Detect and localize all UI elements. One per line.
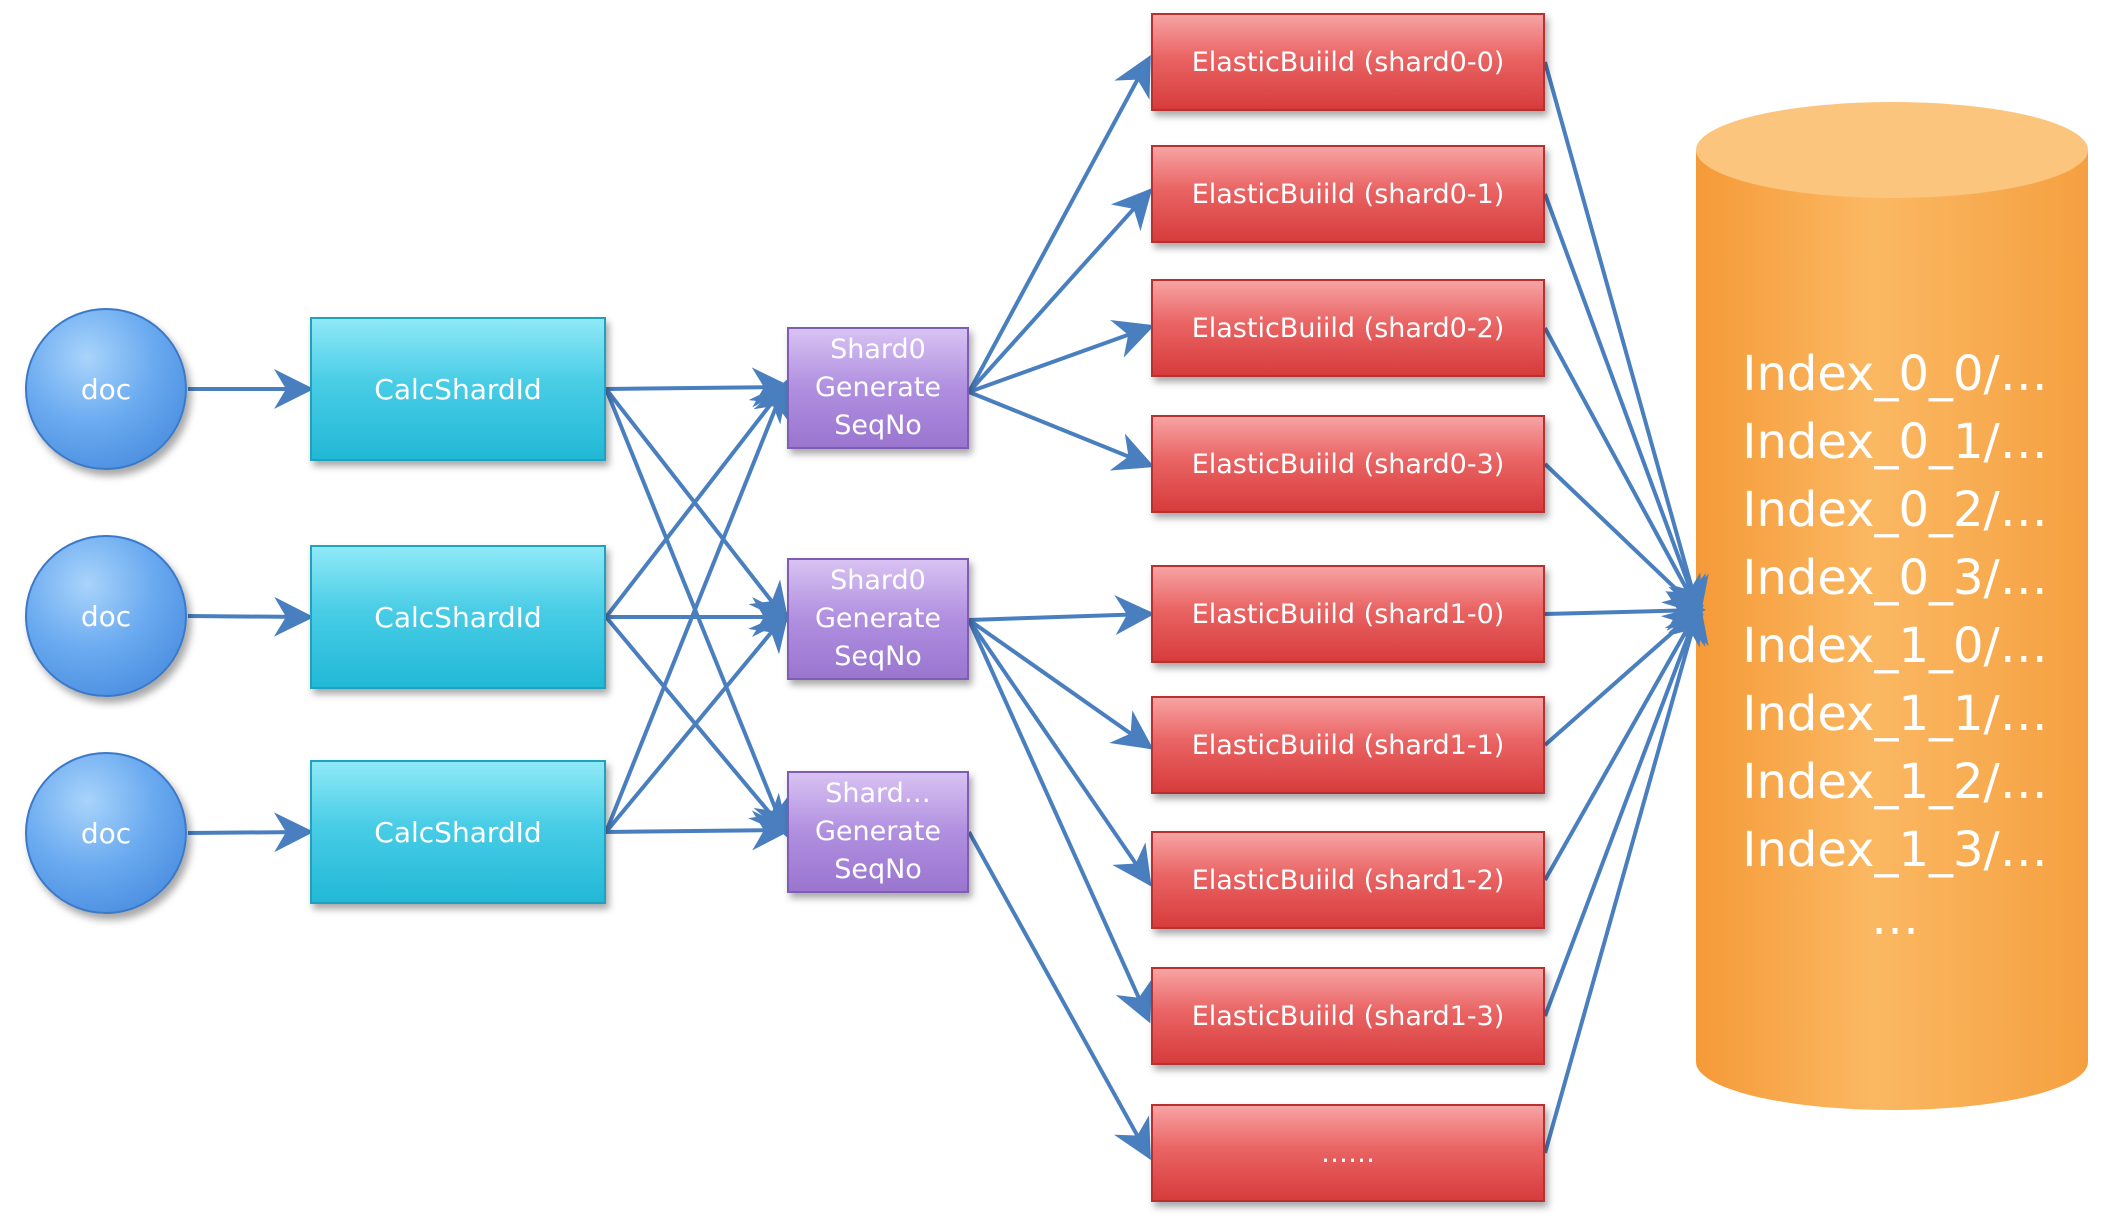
calc-to-shard-arrow — [605, 810, 792, 851]
index-storage-cylinder — [1696, 102, 2088, 1110]
shard-seqno-node: Shard0 Generate SeqNo — [787, 327, 969, 449]
calc-to-shard-arrow — [604, 380, 789, 619]
calc-shard-id-node: CalcShardId — [310, 317, 606, 461]
doc-label: doc — [80, 599, 132, 633]
shard-to-build-arrow — [967, 831, 1151, 1160]
index-entry: Index_1_1/… — [1742, 686, 2048, 742]
index-entry: Index_0_2/… — [1742, 482, 2048, 538]
elastic-build-node: ElasticBuiild (shard1-1) — [1151, 696, 1545, 794]
doc-to-calc-arrow — [187, 812, 314, 853]
elastic-build-node: ElasticBuiild (shard1-3) — [1151, 967, 1545, 1065]
shard-name: Shard0 — [830, 334, 926, 366]
build-to-storage-arrow — [1543, 61, 1709, 618]
shard-name: Shard0 — [830, 565, 926, 597]
shard-to-build-arrow — [968, 320, 1155, 394]
elastic-build-label: ElasticBuiild (shard0-1) — [1191, 178, 1505, 210]
index-entry: Index_1_0/… — [1742, 618, 2048, 674]
index-entry: Index_0_1/… — [1742, 414, 2048, 470]
index-entry: … — [1871, 890, 1919, 946]
elastic-build-label: ElasticBuiild (shard1-1) — [1191, 729, 1505, 761]
shard-name: Shard… — [825, 778, 931, 810]
calc-shard-id-label: CalcShardId — [374, 372, 542, 406]
build-to-storage-arrow — [1543, 327, 1702, 618]
calc-to-shard-arrow — [604, 379, 791, 833]
calc-shard-id-label: CalcShardId — [374, 815, 542, 849]
shard-seqno-node: Shard0 Generate SeqNo — [787, 558, 969, 680]
shard-line: SeqNo — [834, 409, 922, 441]
elastic-build-node: ElasticBuiild (shard1-0) — [1151, 565, 1545, 663]
build-to-storage-arrow — [1543, 462, 1704, 616]
calc-to-shard-arrow — [605, 367, 792, 408]
index-entry: Index_1_3/… — [1742, 822, 2048, 878]
elastic-build-node: ElasticBuiild (shard0-0) — [1151, 13, 1545, 111]
calc-to-shard-arrow — [604, 610, 790, 834]
build-to-storage-arrow — [1544, 590, 1706, 631]
build-to-storage-arrow — [1543, 602, 1709, 1154]
shard-to-build-arrow — [968, 390, 1155, 471]
index-entry: Index_1_2/… — [1742, 754, 2048, 810]
calc-shard-id-node: CalcShardId — [310, 760, 606, 904]
elastic-build-label: ElasticBuiild (shard0-0) — [1191, 46, 1505, 78]
elastic-build-node: ElasticBuiild (shard0-3) — [1151, 415, 1545, 513]
elastic-build-label: ElasticBuiild (shard1-3) — [1191, 1000, 1505, 1032]
shard-to-build-arrow — [967, 619, 1153, 1024]
shard-to-build-arrow — [967, 188, 1153, 394]
shard-to-build-arrow — [967, 618, 1152, 887]
elastic-build-label: ElasticBuiild (shard0-2) — [1191, 312, 1505, 344]
calc-shard-id-node: CalcShardId — [310, 545, 606, 689]
shard-seqno-node: Shard… Generate SeqNo — [787, 771, 969, 893]
doc-node: doc — [25, 752, 187, 914]
shard-to-build-arrow — [968, 595, 1155, 636]
shard-line: Generate — [814, 603, 942, 635]
shard-line: SeqNo — [834, 640, 922, 672]
build-to-storage-arrow — [1543, 602, 1706, 1017]
index-entry: Index_0_3/… — [1742, 550, 2048, 606]
doc-node: doc — [25, 308, 187, 470]
shard-line: SeqNo — [834, 853, 922, 885]
build-to-storage-arrow — [1543, 604, 1704, 747]
elastic-build-label: …… — [1321, 1137, 1375, 1169]
shard-line: Generate — [814, 816, 942, 848]
doc-node: doc — [25, 535, 187, 697]
shard-to-build-arrow — [967, 54, 1151, 393]
doc-label: doc — [80, 816, 132, 850]
doc-label: doc — [80, 372, 132, 406]
shard-to-build-arrow — [967, 618, 1154, 750]
build-to-storage-arrow — [1543, 603, 1702, 881]
index-entry: Index_0_0/… — [1742, 346, 2048, 402]
elastic-build-node: ElasticBuiild (shard0-2) — [1151, 279, 1545, 377]
shard-line: Generate — [814, 372, 942, 404]
elastic-build-label: ElasticBuiild (shard1-2) — [1191, 864, 1505, 896]
index-list: Index_0_0/… Index_0_1/… Index_0_2/… Inde… — [1700, 340, 2090, 952]
doc-to-calc-arrow — [187, 596, 314, 637]
elastic-build-node: ElasticBuiild (shard1-2) — [1151, 831, 1545, 929]
elastic-build-label: ElasticBuiild (shard1-0) — [1191, 598, 1505, 630]
elastic-build-label: ElasticBuiild (shard0-3) — [1191, 448, 1505, 480]
elastic-build-node: ElasticBuiild (shard0-1) — [1151, 145, 1545, 243]
build-to-storage-arrow — [1543, 193, 1706, 618]
calc-shard-id-label: CalcShardId — [374, 600, 542, 634]
elastic-build-node: …… — [1151, 1104, 1545, 1202]
